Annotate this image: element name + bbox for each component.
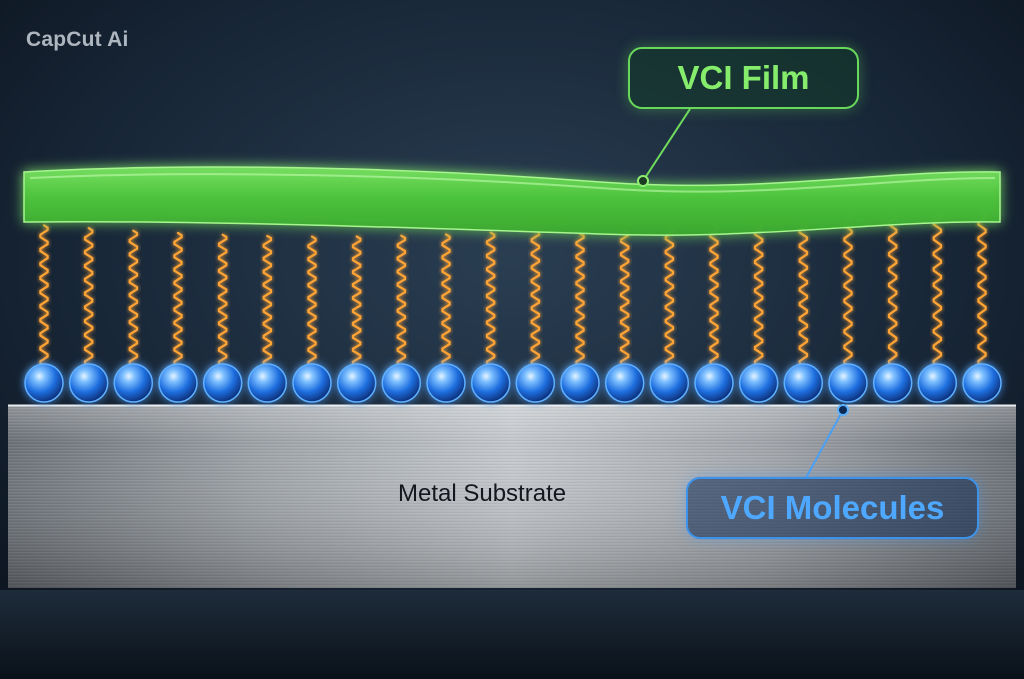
spring-bond (173, 231, 183, 368)
spring-bond (217, 233, 228, 368)
spring-bond (798, 219, 809, 368)
spring-bond (83, 227, 94, 368)
molecule-callout-dot (837, 404, 849, 416)
vci-molecule (962, 363, 1002, 403)
spring-bond (932, 210, 943, 368)
vci-molecule (738, 363, 779, 403)
spring-bond (262, 234, 273, 368)
spring-group (39, 210, 987, 368)
vci-molecule (247, 363, 288, 403)
spring-bond (664, 226, 675, 368)
spring-bond (396, 234, 407, 368)
molecule-callout-line (805, 409, 844, 479)
vci-molecule (336, 363, 377, 403)
vci-molecule (872, 363, 913, 403)
vci-molecule (426, 363, 466, 403)
vci-molecule (470, 363, 511, 403)
vci-molecule (292, 363, 332, 403)
watermark-logo: CapCut Ai (26, 28, 129, 51)
film-callout-dot (637, 175, 649, 187)
film-highlight (29, 173, 996, 193)
vci-molecule (158, 363, 198, 403)
spring-bond (575, 232, 585, 368)
spring-bond (530, 229, 541, 368)
vci-molecule (113, 363, 154, 403)
vci-film (23, 166, 1001, 236)
vci-molecule (560, 363, 600, 403)
spring-bond (887, 210, 898, 368)
vci-molecule (917, 363, 958, 403)
vci-molecule (24, 363, 64, 403)
metal-substrate-label: Metal Substrate (398, 480, 567, 507)
vci-molecules-label: VCI Molecules (686, 477, 979, 539)
molecule-group (24, 363, 1002, 403)
spring-bond (485, 231, 496, 368)
spring-bond (351, 235, 362, 368)
vci-molecule (604, 363, 645, 403)
spring-bond (39, 224, 49, 368)
film-callout-line (642, 108, 691, 182)
spring-bond (977, 210, 987, 368)
vci-molecule (515, 363, 556, 403)
spring-bond (709, 223, 719, 368)
vci-molecule (694, 363, 734, 403)
spring-bond (441, 233, 451, 368)
vci-film-label: VCI Film (628, 47, 859, 109)
vci-molecule (381, 363, 422, 403)
spring-bond (753, 221, 764, 368)
spring-bond (619, 229, 630, 368)
spring-bond (843, 211, 853, 368)
floor (0, 590, 1024, 679)
vci-molecule (202, 363, 243, 403)
vci-molecule (828, 363, 868, 403)
spring-bond (128, 229, 139, 368)
vci-molecule (783, 363, 824, 403)
vci-molecule (649, 363, 690, 403)
spring-bond (307, 235, 317, 368)
vci-molecule (68, 363, 109, 403)
